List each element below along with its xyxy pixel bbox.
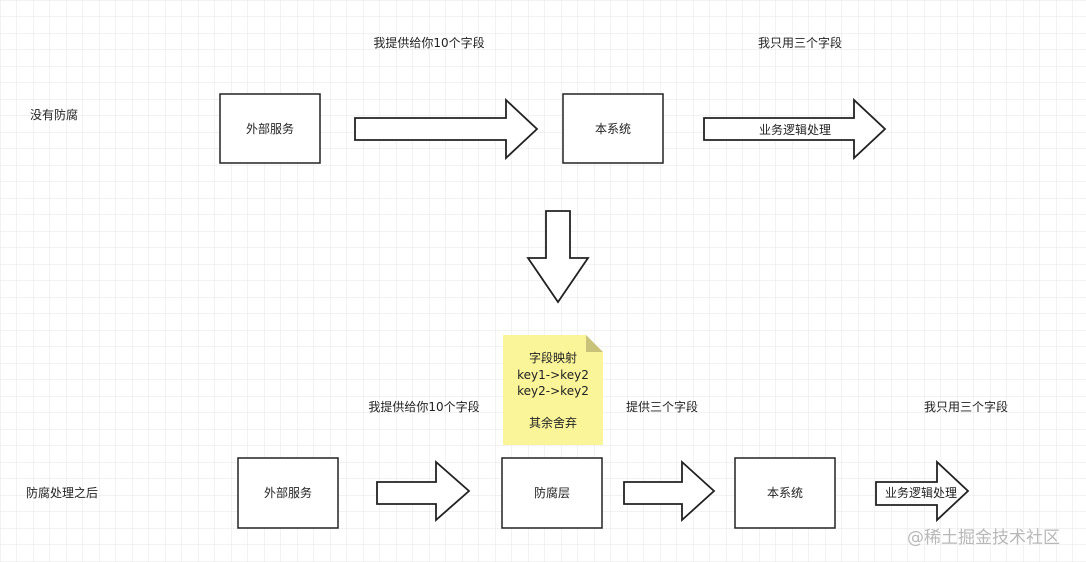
this-system-label-top: 本系统 — [595, 122, 631, 136]
note-line: 字段映射 — [529, 350, 577, 365]
note-line: 其余舍弃 — [529, 415, 577, 430]
anticorruption-layer-label: 防腐层 — [534, 485, 570, 500]
this-system-box-bottom[interactable] — [734, 457, 836, 529]
arrow-right-icon — [376, 460, 471, 522]
external-service-box-top[interactable] — [219, 93, 321, 164]
this-system-label-bottom: 本系统 — [767, 486, 803, 500]
provide-three-label: 提供三个字段 — [626, 399, 698, 414]
external-service-label-bottom: 外部服务 — [264, 485, 312, 500]
watermark: @稀土掘金技术社区 — [907, 528, 1060, 548]
note-line: key1->key2 — [517, 368, 589, 382]
external-service-box-bottom[interactable] — [237, 457, 339, 529]
use-label-top: 我只用三个字段 — [758, 35, 842, 50]
mapping-note[interactable]: 字段映射 key1->key2 key2->key2 其余舍弃 — [503, 335, 603, 445]
external-service-label-top: 外部服务 — [246, 121, 294, 136]
this-system-box-top[interactable] — [562, 93, 664, 164]
anticorruption-layer-box[interactable] — [501, 457, 603, 529]
arrow-right-icon — [623, 459, 716, 523]
section-label-before: 没有防腐 — [30, 107, 78, 122]
note-line: key2->key2 — [517, 384, 589, 398]
business-logic-arrow-bottom[interactable] — [875, 459, 970, 523]
note-fold-icon — [586, 335, 603, 352]
provide-label-bottom: 我提供给你10个字段 — [368, 399, 479, 414]
note-body — [503, 335, 603, 445]
section-label-after: 防腐处理之后 — [26, 485, 98, 500]
provide-label-top: 我提供给你10个字段 — [373, 35, 484, 50]
arrow-right-icon — [354, 97, 539, 161]
use-label-bottom: 我只用三个字段 — [924, 399, 1008, 414]
arrow-down-icon — [526, 210, 590, 304]
business-logic-arrow-top[interactable] — [703, 97, 887, 161]
business-logic-label-bottom: 业务逻辑处理 — [885, 485, 957, 500]
business-logic-label-top: 业务逻辑处理 — [759, 122, 831, 137]
